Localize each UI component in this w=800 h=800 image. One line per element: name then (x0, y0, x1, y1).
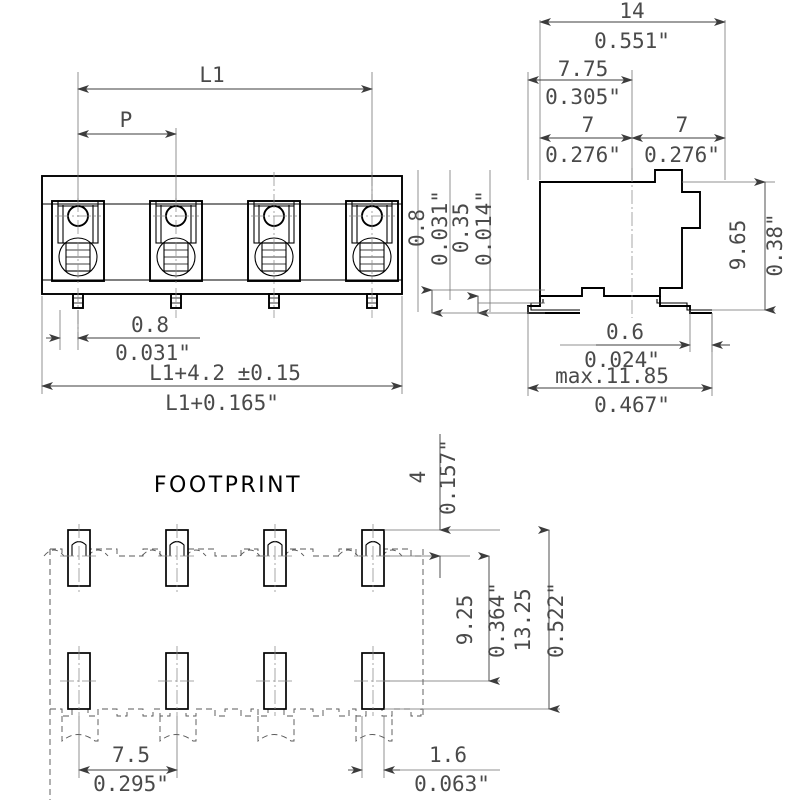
label-row-spacing-mm: 9.25 (453, 595, 477, 646)
label-pin-width-mm: 0.8 (131, 313, 169, 337)
label-outer-span-in: 0.522" (544, 582, 568, 658)
label-row-spacing-in: 0.364" (485, 582, 509, 658)
footprint-view-group (43, 434, 560, 800)
footprint-pad (354, 524, 392, 592)
label-pad-offset-in: 0.157" (436, 439, 460, 515)
label-side-width-mm: 14 (619, 0, 644, 23)
front-view-pole (51, 198, 105, 340)
label-total-length-in: L1+0.165" (165, 391, 279, 415)
footprint-pad-row-top (60, 524, 392, 592)
label-half-right-mm: 7 (676, 113, 689, 137)
label-pin-thickness-mm: 0.8 (405, 209, 429, 247)
label-side-height-mm: 9.65 (726, 220, 750, 271)
label-P: P (120, 108, 133, 132)
front-view-pole (149, 198, 203, 318)
label-pad-width-mm: 1.6 (429, 743, 467, 767)
front-view-group (41, 72, 403, 394)
side-view-body-profile (539, 169, 701, 297)
label-half-right-in: 0.276" (644, 143, 720, 167)
footprint-pad-row-bottom (60, 646, 392, 716)
label-footprint-pitch-in: 0.295" (93, 772, 169, 796)
label-pad-width-in: 0.063" (414, 772, 490, 796)
footprint-pad (60, 646, 98, 716)
label-pin-gap-in: 0.014" (472, 190, 496, 266)
label-foot-width-in: 0.024" (584, 348, 660, 372)
label-outer-span-mm: 13.25 (511, 588, 535, 651)
label-pad-offset-mm: 4 (406, 471, 430, 484)
footprint-pad (256, 646, 294, 716)
label-foot-width-mm: 0.6 (606, 320, 644, 344)
footprint-body-outline (49, 548, 424, 742)
label-half-left-in: 0.276" (545, 143, 621, 167)
footprint-pad (60, 524, 98, 592)
front-view-pole (345, 172, 399, 318)
front-view-poles (51, 172, 399, 340)
label-offset-mm: 7.75 (558, 57, 609, 81)
label-side-width-in: 0.551" (594, 29, 670, 53)
footprint-pad (158, 524, 196, 592)
label-side-height-in: 0.38" (763, 213, 787, 276)
label-pin-gap-mm: 0.35 (449, 203, 473, 254)
front-view-pole (247, 172, 301, 318)
label-max-span-in: 0.467" (594, 393, 670, 417)
label-max-span-mm: max.11.85 (555, 364, 669, 388)
label-offset-in: 0.305" (545, 85, 621, 109)
label-L1: L1 (199, 63, 224, 87)
side-view-group (417, 18, 776, 396)
label-pin-width-in: 0.031" (115, 341, 191, 365)
label-footprint-pitch-mm: 7.5 (112, 743, 150, 767)
label-half-left-mm: 7 (582, 113, 595, 137)
label-total-length-mm: L1+4.2 ±0.15 (149, 361, 301, 385)
front-view-housing-body (41, 175, 403, 295)
label-pin-thickness-in: 0.031" (428, 190, 452, 266)
footprint-pad (158, 646, 196, 716)
footprint-pad (256, 524, 294, 592)
footprint-title: FOOTPRINT (154, 473, 302, 498)
